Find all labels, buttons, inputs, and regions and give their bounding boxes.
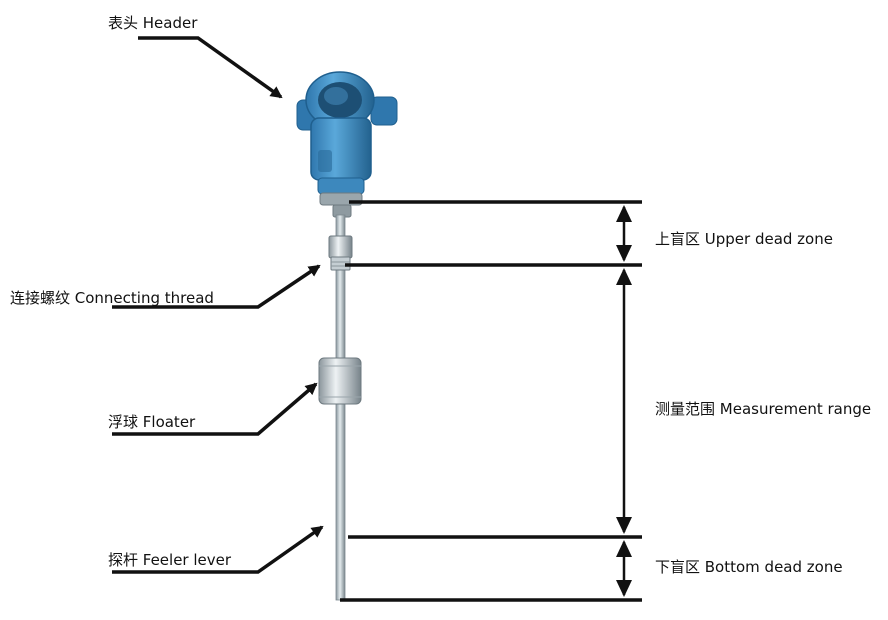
connecting-thread-label: 连接螺纹 Connecting thread (10, 289, 214, 307)
callout-connecting-thread (112, 264, 321, 309)
callout-floater (112, 382, 318, 436)
header-label: 表头 Header (108, 14, 198, 32)
probe-rod (318, 214, 362, 601)
floater-label: 浮球 Floater (108, 413, 196, 431)
feeler-lever-label: 探杆 Feeler lever (108, 551, 232, 569)
dimension-upper-dead-zone (616, 205, 632, 262)
measurement-range-label: 测量范围 Measurement range (655, 400, 872, 418)
dimension-bottom-dead-zone (616, 540, 632, 597)
reference-lines (340, 200, 642, 602)
dimension-measurement-range (616, 268, 632, 534)
transmitter-housing (296, 71, 398, 218)
bottom-dead-zone-label: 下盲区 Bottom dead zone (655, 558, 843, 576)
callout-feeler-lever (112, 525, 324, 574)
upper-dead-zone-label: 上盲区 Upper dead zone (655, 230, 833, 248)
callout-header (138, 36, 283, 99)
